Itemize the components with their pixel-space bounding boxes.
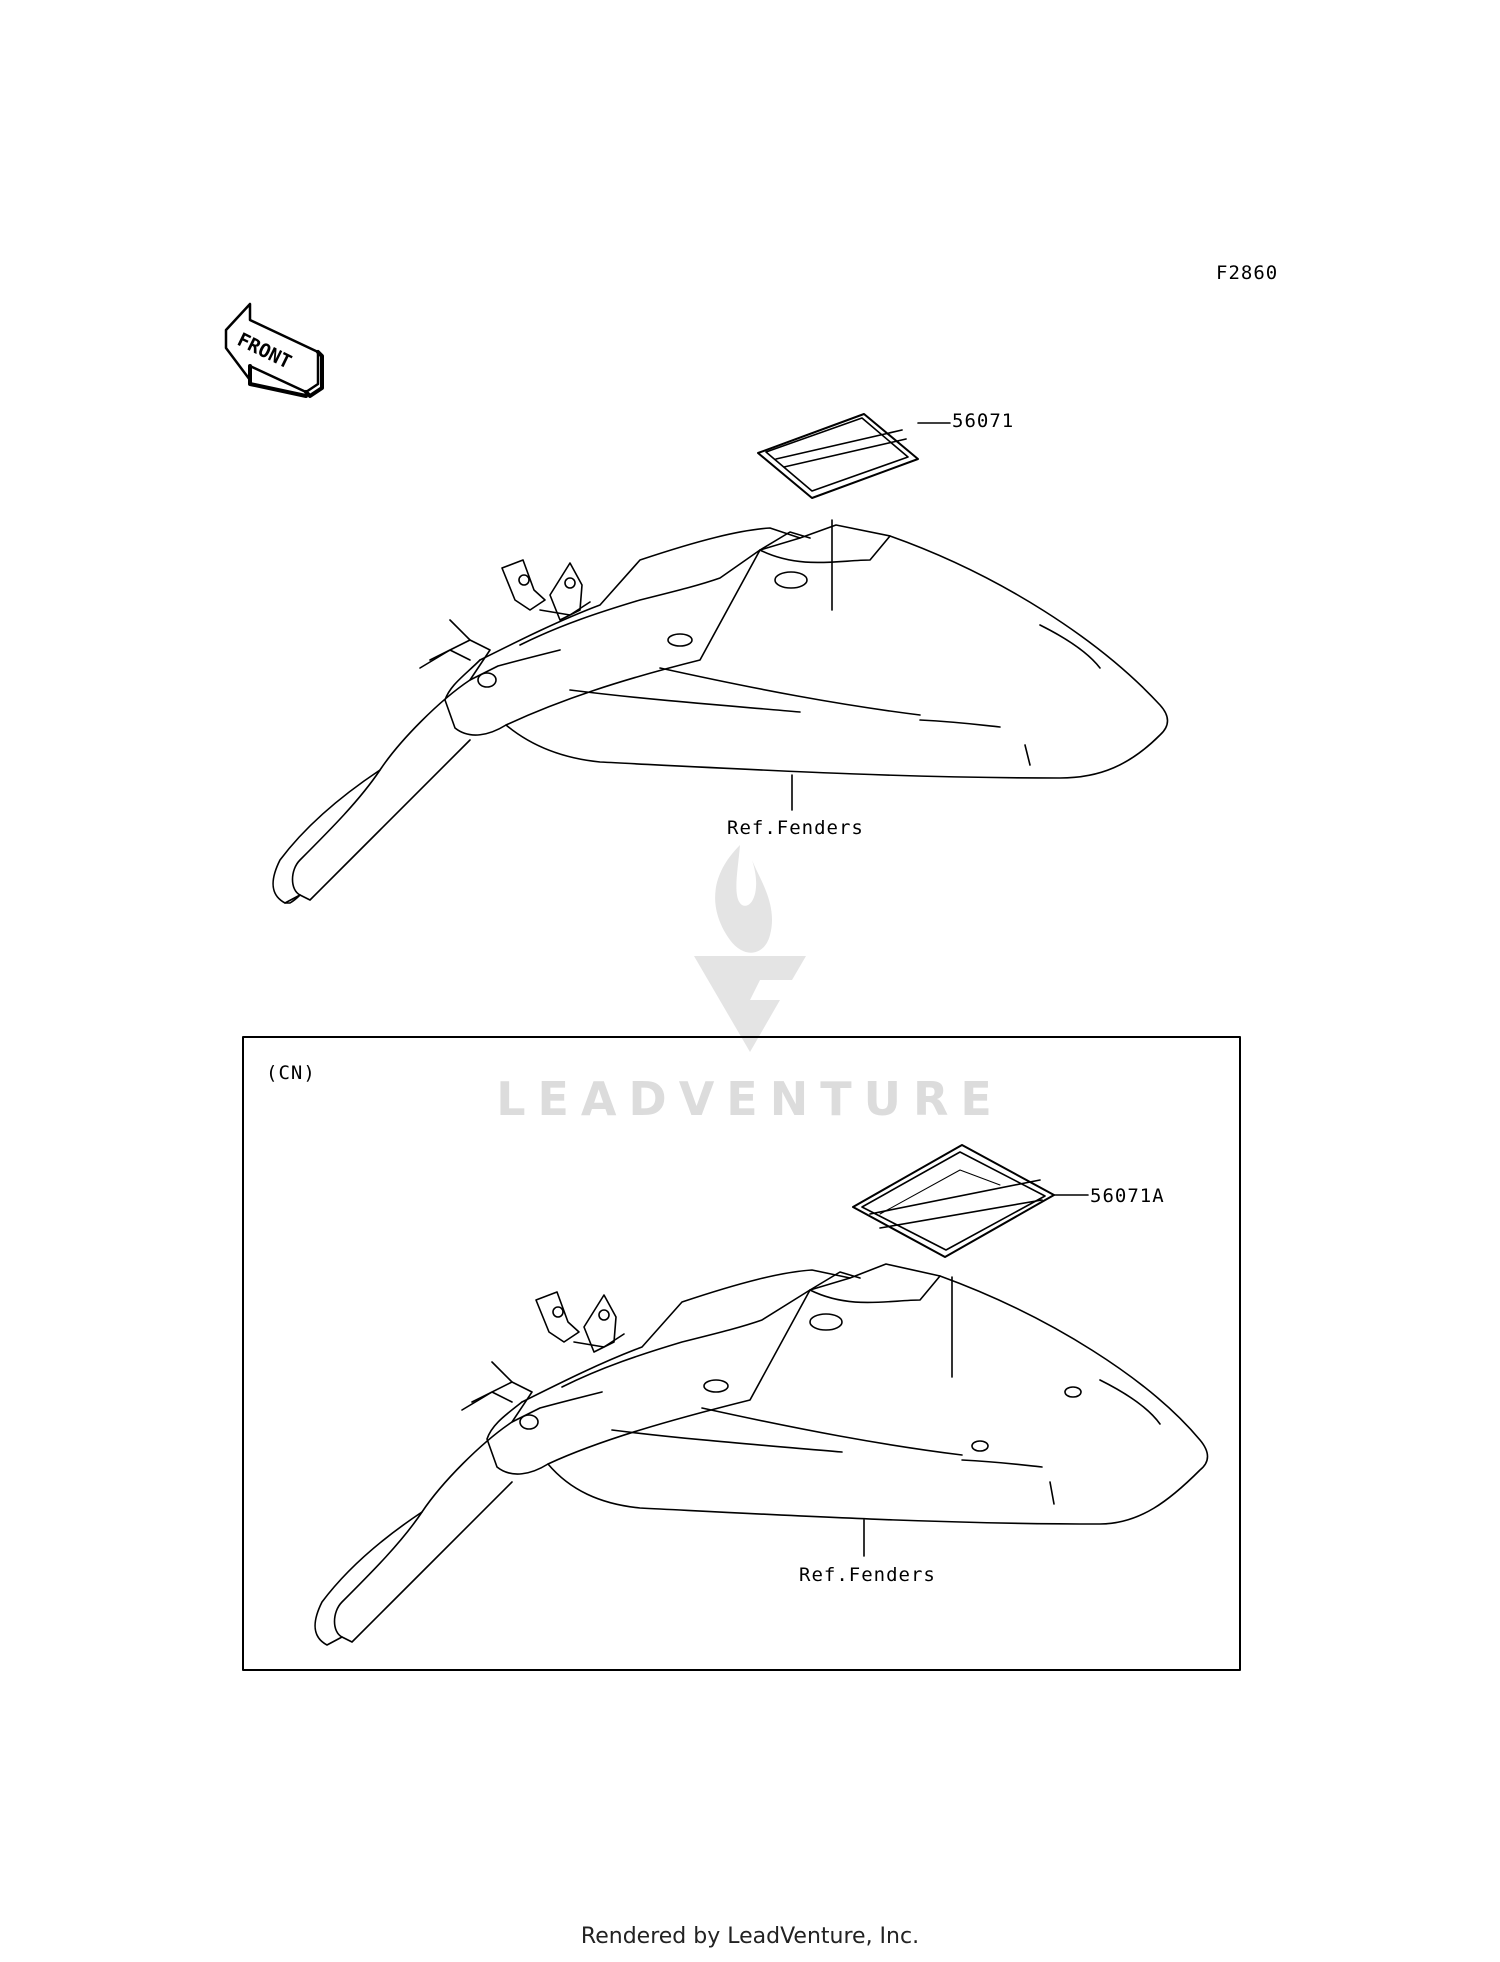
front-direction-arrow-icon: FRONT <box>224 302 324 398</box>
lower-decal-56071a <box>852 1144 1055 1258</box>
ref-fenders-label-upper[interactable]: Ref.Fenders <box>727 817 864 839</box>
ref-fenders-label-lower[interactable]: Ref.Fenders <box>799 1564 936 1586</box>
part-label-56071[interactable]: 56071 <box>952 410 1015 432</box>
upper-rear-fender <box>272 524 1169 904</box>
flame-v-logo-icon <box>694 845 806 1052</box>
diagram-code: F2860 <box>1216 262 1279 284</box>
upper-decal-56071 <box>757 413 919 499</box>
cn-region-box <box>242 1036 1241 1671</box>
lower-rear-fender <box>314 1263 1209 1646</box>
lower-leader-56071a <box>951 1194 1089 1378</box>
region-label-cn: (CN) <box>266 1062 316 1084</box>
upper-leader-56071 <box>831 422 951 611</box>
part-label-56071a[interactable]: 56071A <box>1090 1185 1165 1207</box>
watermark-text: LEADVENTURE <box>496 1072 1004 1126</box>
footer-credit: Rendered by LeadVenture, Inc. <box>580 1924 920 1949</box>
